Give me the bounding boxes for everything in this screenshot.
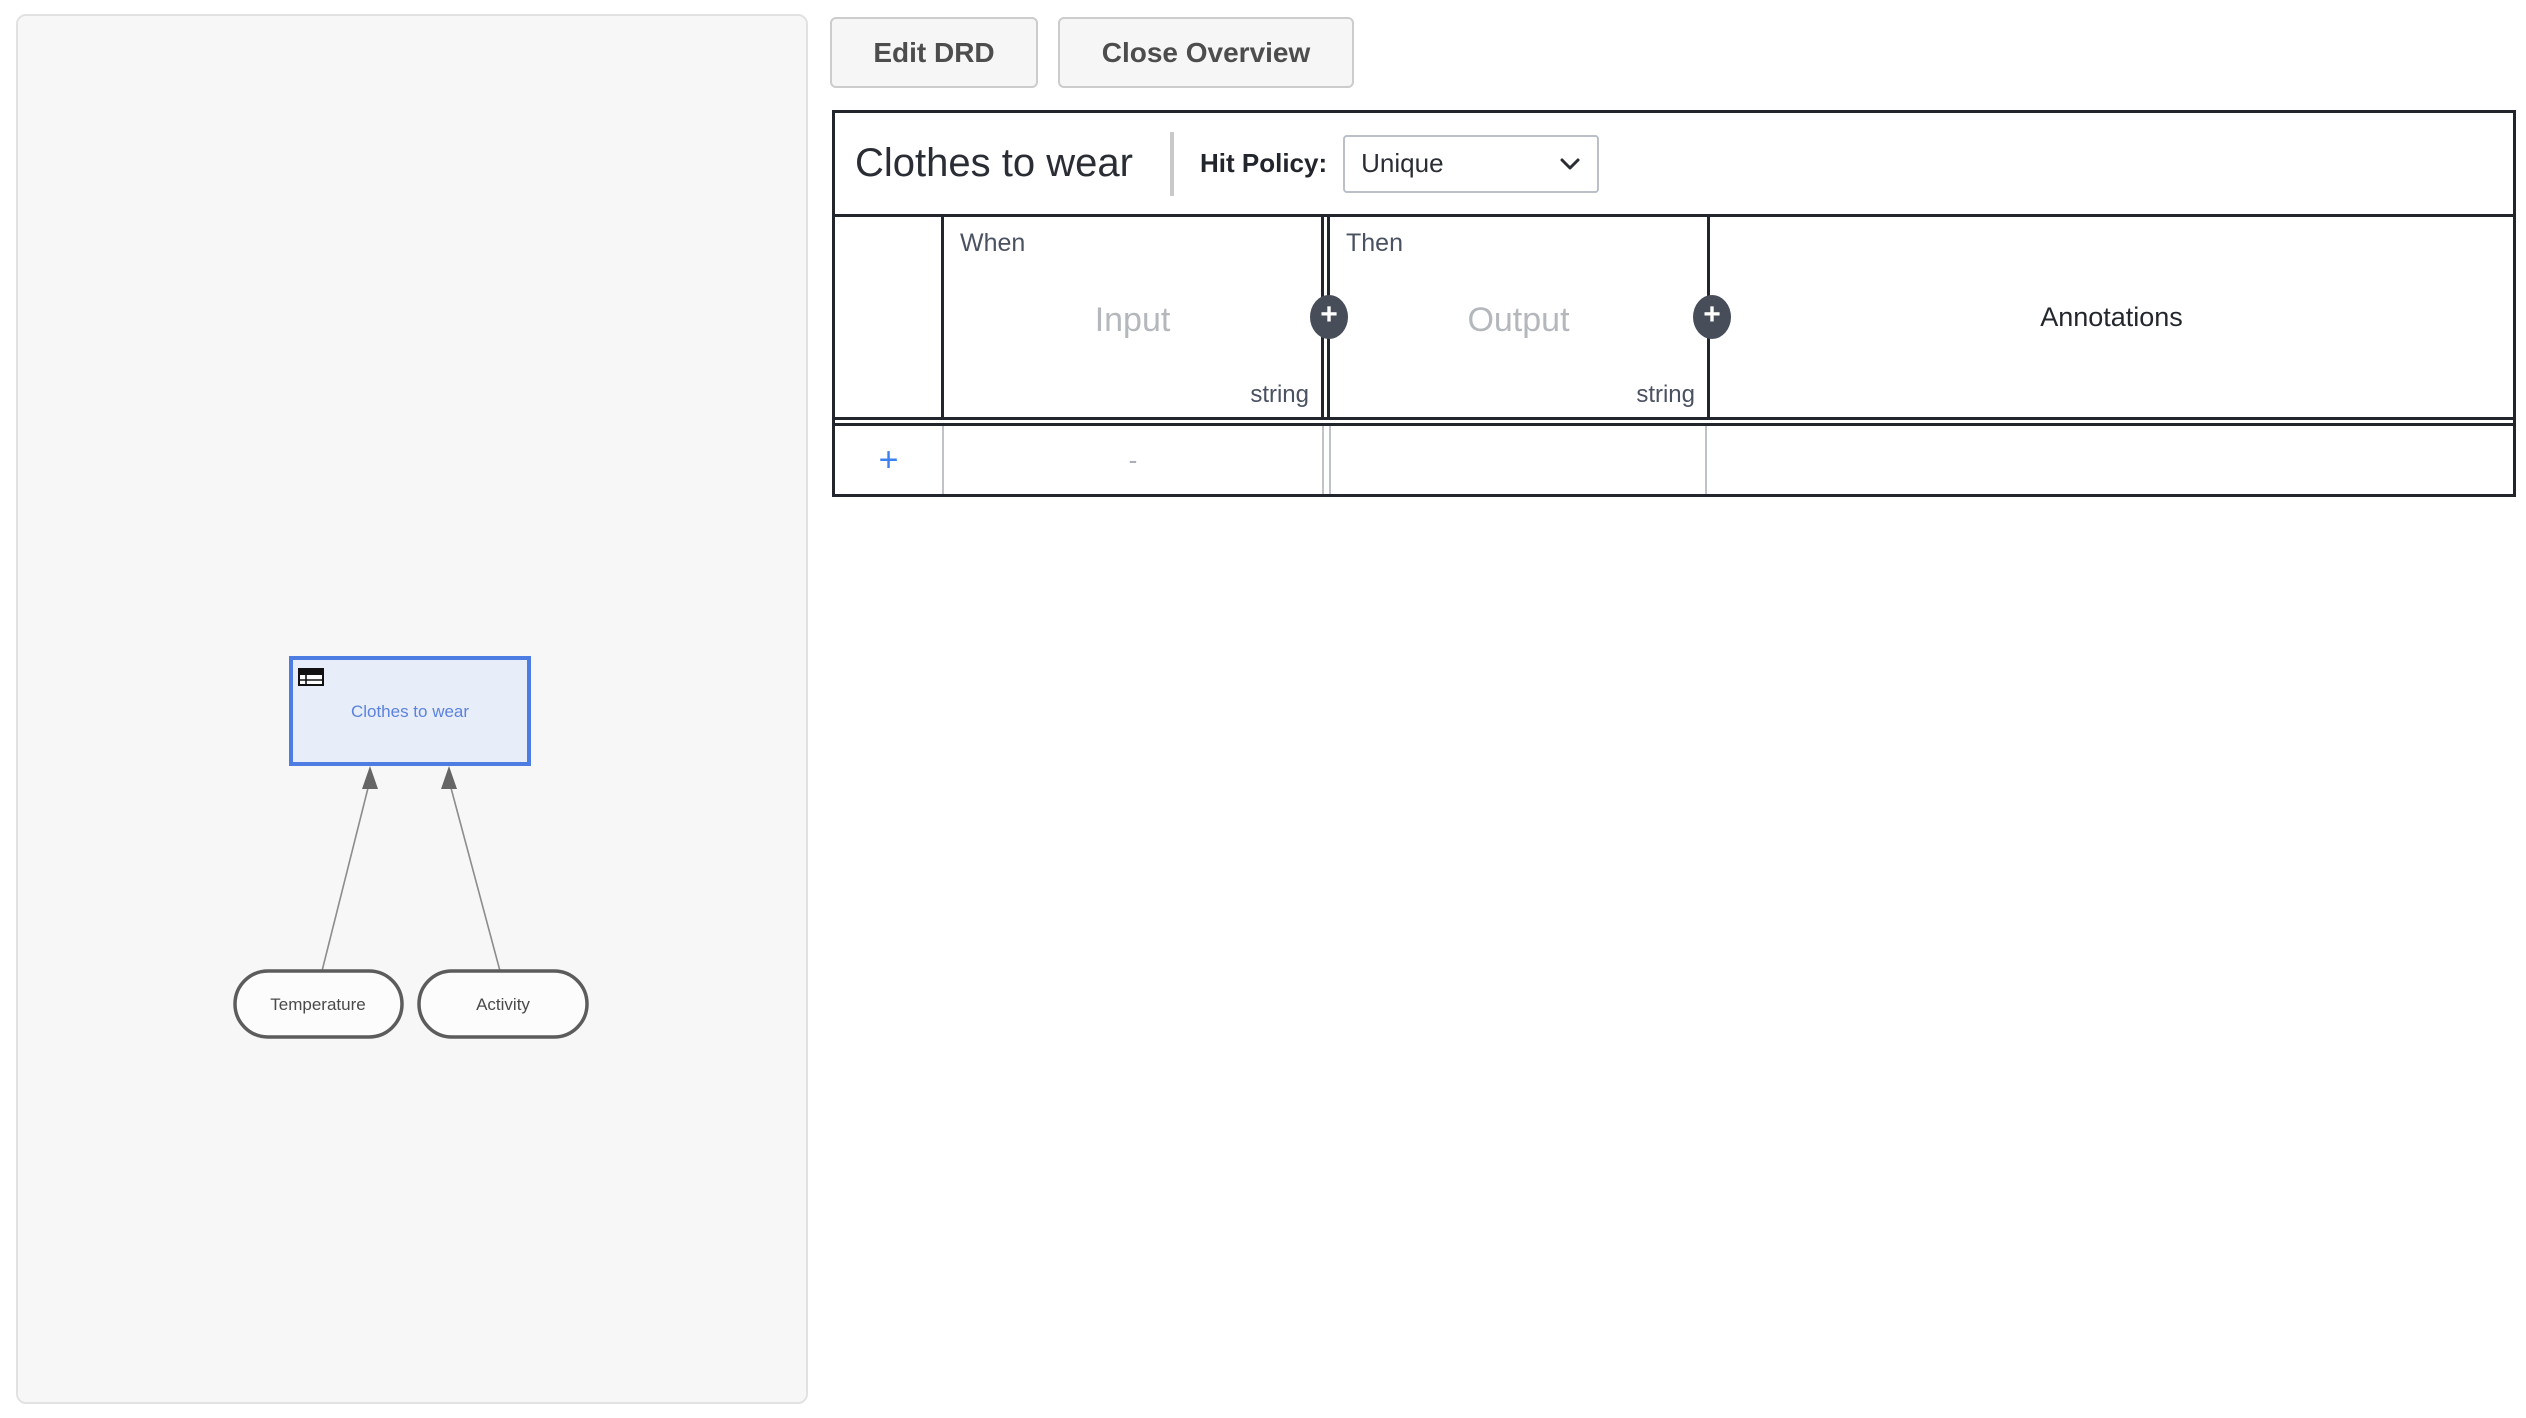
add-output-column-button[interactable]: + <box>1693 295 1731 339</box>
information-requirement-edge-activity <box>441 766 501 972</box>
rule-index-cell: + <box>835 426 944 494</box>
output-type-label: string <box>1636 381 1695 408</box>
decision-table-name[interactable]: Clothes to wear <box>855 141 1133 185</box>
rule-annotation-cell[interactable] <box>1707 426 2513 494</box>
chevron-down-icon <box>1560 158 1580 169</box>
decision-table-head: When Input string Then Output string Ann… <box>835 217 2513 417</box>
output-column-header[interactable]: Then Output string <box>1330 217 1707 417</box>
rule-input-output-divider <box>1322 426 1331 494</box>
output-rule-word: Then <box>1346 229 1403 257</box>
input-placeholder: Input <box>1094 301 1171 339</box>
rule-output-cell[interactable] <box>1331 426 1707 494</box>
decision-table: Clothes to wear Hit Policy: Unique When … <box>832 110 2516 497</box>
index-column-header <box>835 217 944 417</box>
information-requirement-edge-temperature <box>321 766 378 972</box>
annotations-label: Annotations <box>2040 301 2183 332</box>
title-divider <box>1170 131 1174 196</box>
decision-table-header-bar: Clothes to wear Hit Policy: Unique <box>835 113 2513 217</box>
edit-drd-button[interactable]: Edit DRD <box>830 17 1038 88</box>
add-rule-button[interactable]: + <box>878 441 899 479</box>
input-data-label: Activity <box>476 995 530 1014</box>
drd-overview-canvas: Clothes to wear Temperature Activity <box>16 14 808 1404</box>
hit-policy-label: Hit Policy: <box>1200 148 1328 178</box>
annotations-column-header: Annotations <box>1710 217 2513 417</box>
input-data-node-temperature[interactable]: Temperature <box>233 969 404 1039</box>
head-body-divider <box>835 417 2513 426</box>
rule-input-cell[interactable]: - <box>944 426 1322 494</box>
input-data-node-activity[interactable]: Activity <box>417 969 589 1039</box>
decision-node[interactable]: Clothes to wear <box>289 656 531 766</box>
add-input-column-button[interactable]: + <box>1310 295 1348 339</box>
empty-input-dash: - <box>1128 444 1138 475</box>
rule-row: + - <box>835 426 2513 494</box>
decision-table-icon <box>298 668 324 686</box>
hit-policy-selected-value: Unique <box>1361 148 1444 178</box>
close-overview-button[interactable]: Close Overview <box>1058 17 1354 88</box>
output-placeholder: Output <box>1467 301 1570 339</box>
input-type-label: string <box>1250 381 1309 408</box>
decision-node-label: Clothes to wear <box>351 702 469 721</box>
input-data-label: Temperature <box>270 995 365 1014</box>
input-column-header[interactable]: When Input string <box>944 217 1321 417</box>
hit-policy-select[interactable]: Unique <box>1343 134 1600 193</box>
input-rule-word: When <box>960 229 1026 257</box>
drd-diagram: Clothes to wear Temperature Activity <box>233 656 589 1039</box>
